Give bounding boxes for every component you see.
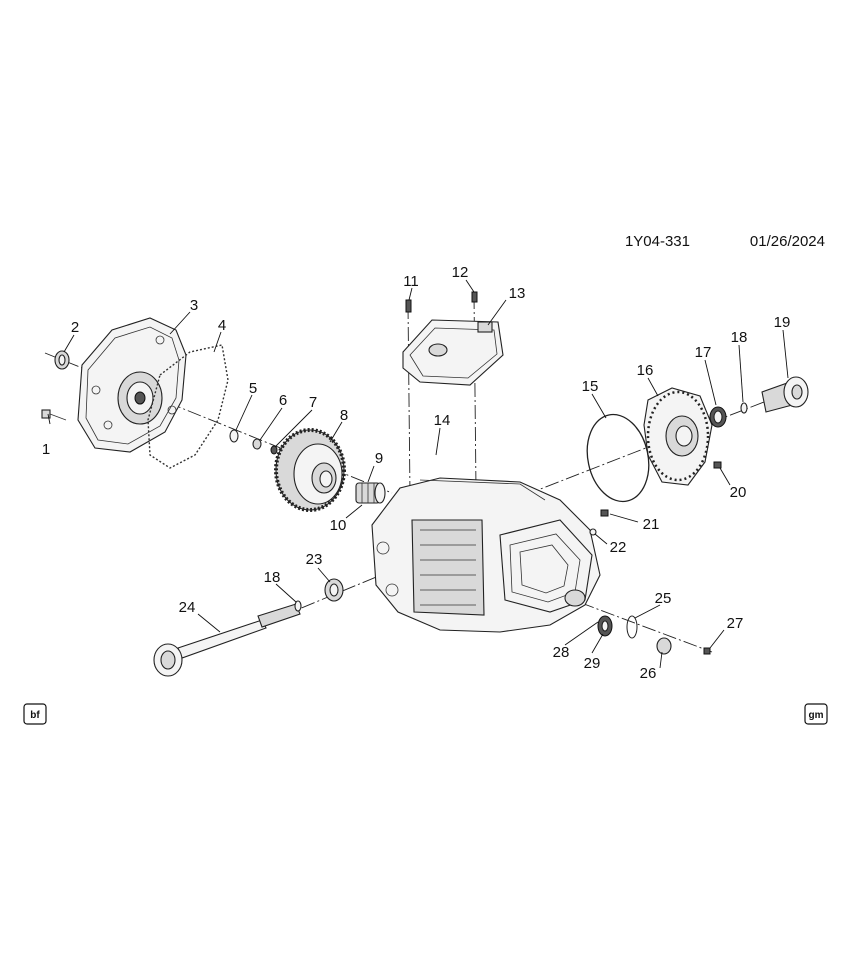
callout-18-left: 18 (264, 569, 281, 586)
callout-8: 8 (340, 407, 348, 424)
flange-shaft-part-19 (761, 376, 809, 413)
callout-6: 6 (279, 392, 287, 409)
gm-badge-label: gm (809, 710, 824, 721)
callout-24: 24 (179, 599, 196, 616)
top-cover-part (402, 291, 504, 386)
gm-badge: gm (804, 703, 828, 725)
main-housing-part (371, 477, 601, 633)
bolt-part-27 (703, 647, 711, 655)
callout-1: 1 (42, 441, 50, 458)
callout-15: 15 (582, 378, 599, 395)
callout-labels: 1 2 3 4 5 6 7 8 9 10 11 12 13 14 15 16 1… (42, 264, 791, 682)
seal-part-17 (709, 406, 727, 428)
callout-21: 21 (643, 516, 660, 533)
seal-part-28-29 (597, 615, 613, 637)
callout-20: 20 (730, 484, 747, 501)
callout-5: 5 (249, 380, 257, 397)
ring-part-18-right (740, 402, 748, 414)
diagram-date: 01/26/2024 (750, 233, 825, 250)
callout-10: 10 (330, 517, 347, 534)
seal-part-23 (324, 578, 344, 602)
callout-28: 28 (553, 644, 570, 661)
gear-part (274, 428, 346, 512)
callout-25: 25 (655, 590, 672, 607)
o-ring-part-25 (626, 615, 638, 639)
callout-9: 9 (375, 450, 383, 467)
bf-badge: bf (23, 703, 47, 725)
callout-12: 12 (452, 264, 469, 281)
housing-cover-part (77, 317, 187, 453)
diagram-ref-code: 1Y04-331 (625, 233, 690, 250)
callout-11: 11 (403, 273, 419, 290)
callout-19: 19 (774, 314, 791, 331)
callout-4: 4 (218, 317, 226, 334)
callout-18-right: 18 (731, 329, 748, 346)
gasket-part (147, 344, 229, 469)
callout-27: 27 (727, 615, 744, 632)
callout-3: 3 (190, 297, 198, 314)
o-ring-part-15 (586, 413, 650, 503)
small-bolts-parts (589, 461, 722, 536)
bolt-part-1 (41, 409, 67, 421)
callout-7: 7 (309, 394, 317, 411)
callout-13: 13 (509, 285, 526, 302)
callout-14: 14 (434, 412, 451, 429)
callout-17: 17 (695, 344, 712, 361)
seal-part-2 (54, 350, 70, 370)
right-cover-part (643, 387, 713, 486)
axle-shaft-part-24 (153, 603, 301, 677)
spring-coupler-part (355, 482, 386, 504)
small-rings-parts (229, 429, 278, 455)
leader-lines (47, 279, 789, 669)
bf-badge-label: bf (30, 710, 40, 721)
callout-26: 26 (640, 665, 657, 682)
callout-29: 29 (584, 655, 601, 672)
callout-23: 23 (306, 551, 323, 568)
ring-part-18-left (294, 600, 302, 612)
callout-2: 2 (71, 319, 79, 336)
callout-22: 22 (610, 539, 627, 556)
cap-part-26 (656, 637, 672, 655)
callout-16: 16 (637, 362, 654, 379)
